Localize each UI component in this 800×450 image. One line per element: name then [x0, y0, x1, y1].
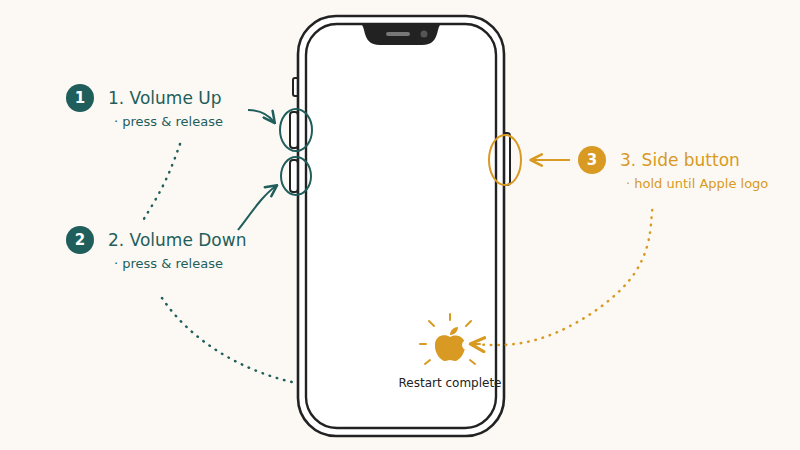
callout-number: 2 — [66, 226, 94, 254]
highlight-ring — [489, 135, 521, 185]
pointer-arrow — [238, 186, 276, 230]
callout-number: 3 — [578, 146, 606, 174]
step-note: · hold until Apple logo — [626, 176, 768, 191]
apple-leaf — [450, 327, 458, 335]
pointer-arrow — [532, 159, 570, 161]
dotted-lead — [162, 298, 292, 382]
step-callout: 2 2. Volume Down · press & release — [66, 226, 256, 284]
glow-rays — [420, 314, 480, 364]
highlight-ring — [281, 157, 311, 195]
dotted-connector — [142, 144, 180, 222]
step-callout: 3 3. Side button · hold until Apple logo — [578, 146, 790, 204]
step-heading: 3. Side button — [620, 150, 740, 170]
step-heading: 1. Volume Up — [108, 88, 222, 108]
status-label: Restart complete — [392, 376, 508, 390]
apple-body — [435, 335, 465, 361]
phone-body — [298, 16, 504, 436]
pointer-arrow — [248, 110, 274, 122]
callout-number: 1 — [66, 84, 94, 112]
step-callout: 1 1. Volume Up · press & release — [66, 84, 256, 140]
apple-bite — [462, 340, 468, 350]
highlight-ring — [280, 109, 312, 151]
dotted-connector — [472, 210, 652, 345]
step-heading: 2. Volume Down — [108, 230, 246, 250]
front-camera — [421, 31, 428, 38]
speaker-grille — [386, 32, 410, 36]
phone-notch — [354, 24, 448, 45]
phone-screen — [306, 24, 496, 428]
step-note: · press & release — [114, 256, 223, 271]
apple-shape — [432, 326, 468, 362]
step-note: · press & release — [114, 114, 223, 129]
apple-logo: Restart complete — [432, 326, 468, 362]
